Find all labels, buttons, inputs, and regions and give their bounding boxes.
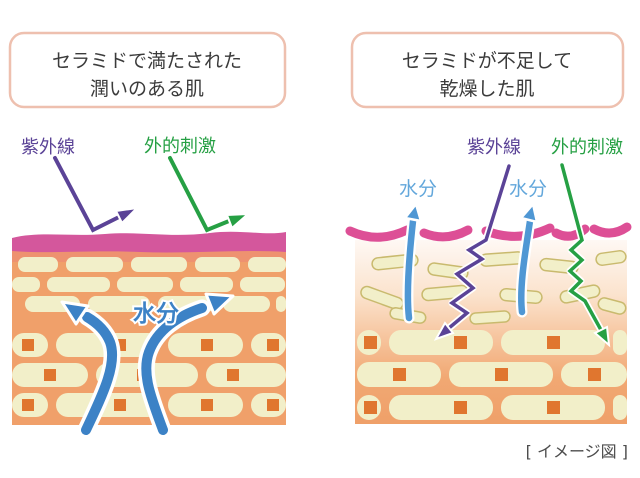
left-moisture-arrowhead-left [60, 300, 90, 326]
left-stimulus-arrow [166, 154, 251, 234]
right-panel: セラミドが不足して 乾燥した肌 紫外線 外的刺激 [345, 31, 632, 424]
right-moisture-arrowhead-1 [403, 202, 423, 223]
right-stimulus-arrow [558, 161, 611, 348]
left-uv-label: 紫外線 [21, 137, 75, 158]
right-title-box: セラミドが不足して 乾燥した肌 [350, 31, 625, 109]
right-cell-nuclei [364, 336, 601, 414]
right-uv-arrow [433, 162, 513, 341]
right-title-line2: 乾燥した肌 [439, 78, 534, 100]
left-stimulus-arrowhead [225, 212, 251, 230]
right-title-line1: セラミドが不足して [402, 50, 572, 72]
right-title-border [350, 31, 625, 109]
right-uv-arrowhead [433, 321, 455, 341]
right-broken-surface [345, 222, 632, 242]
image-caption: [ イメージ図 ] [526, 442, 628, 461]
right-cell-rows [357, 330, 627, 420]
left-uv-arrowhead [114, 206, 140, 225]
left-moisture-arrows [60, 292, 235, 439]
right-skin-illustration [345, 222, 632, 424]
right-stimulus-arrowhead [593, 325, 611, 348]
left-moisture-arrowhead-right [204, 292, 235, 316]
left-skin-surface [12, 231, 286, 253]
left-moisture-label: 水分 [133, 301, 179, 327]
left-title-line1: セラミドで満たされた [52, 50, 242, 72]
left-title-border [8, 31, 287, 109]
right-moisture-label-1: 水分 [399, 178, 437, 200]
left-stimulus-label: 外的刺激 [144, 136, 216, 157]
left-ceramide-rows [12, 257, 286, 312]
right-moisture-label-2: 水分 [509, 178, 547, 200]
left-panel: セラミドで満たされた 潤いのある肌 紫外線 外的刺激 [8, 31, 287, 439]
right-moisture-arrows [402, 202, 539, 324]
right-uv-label: 紫外線 [467, 137, 521, 158]
right-moisture-arrowhead-2 [519, 202, 539, 224]
right-stimulus-label: 外的刺激 [551, 137, 623, 158]
left-title-line2: 潤いのある肌 [90, 78, 204, 100]
left-cell-rows [12, 333, 286, 417]
left-title-box: セラミドで満たされた 潤いのある肌 [8, 31, 287, 109]
left-uv-arrow [51, 154, 140, 234]
